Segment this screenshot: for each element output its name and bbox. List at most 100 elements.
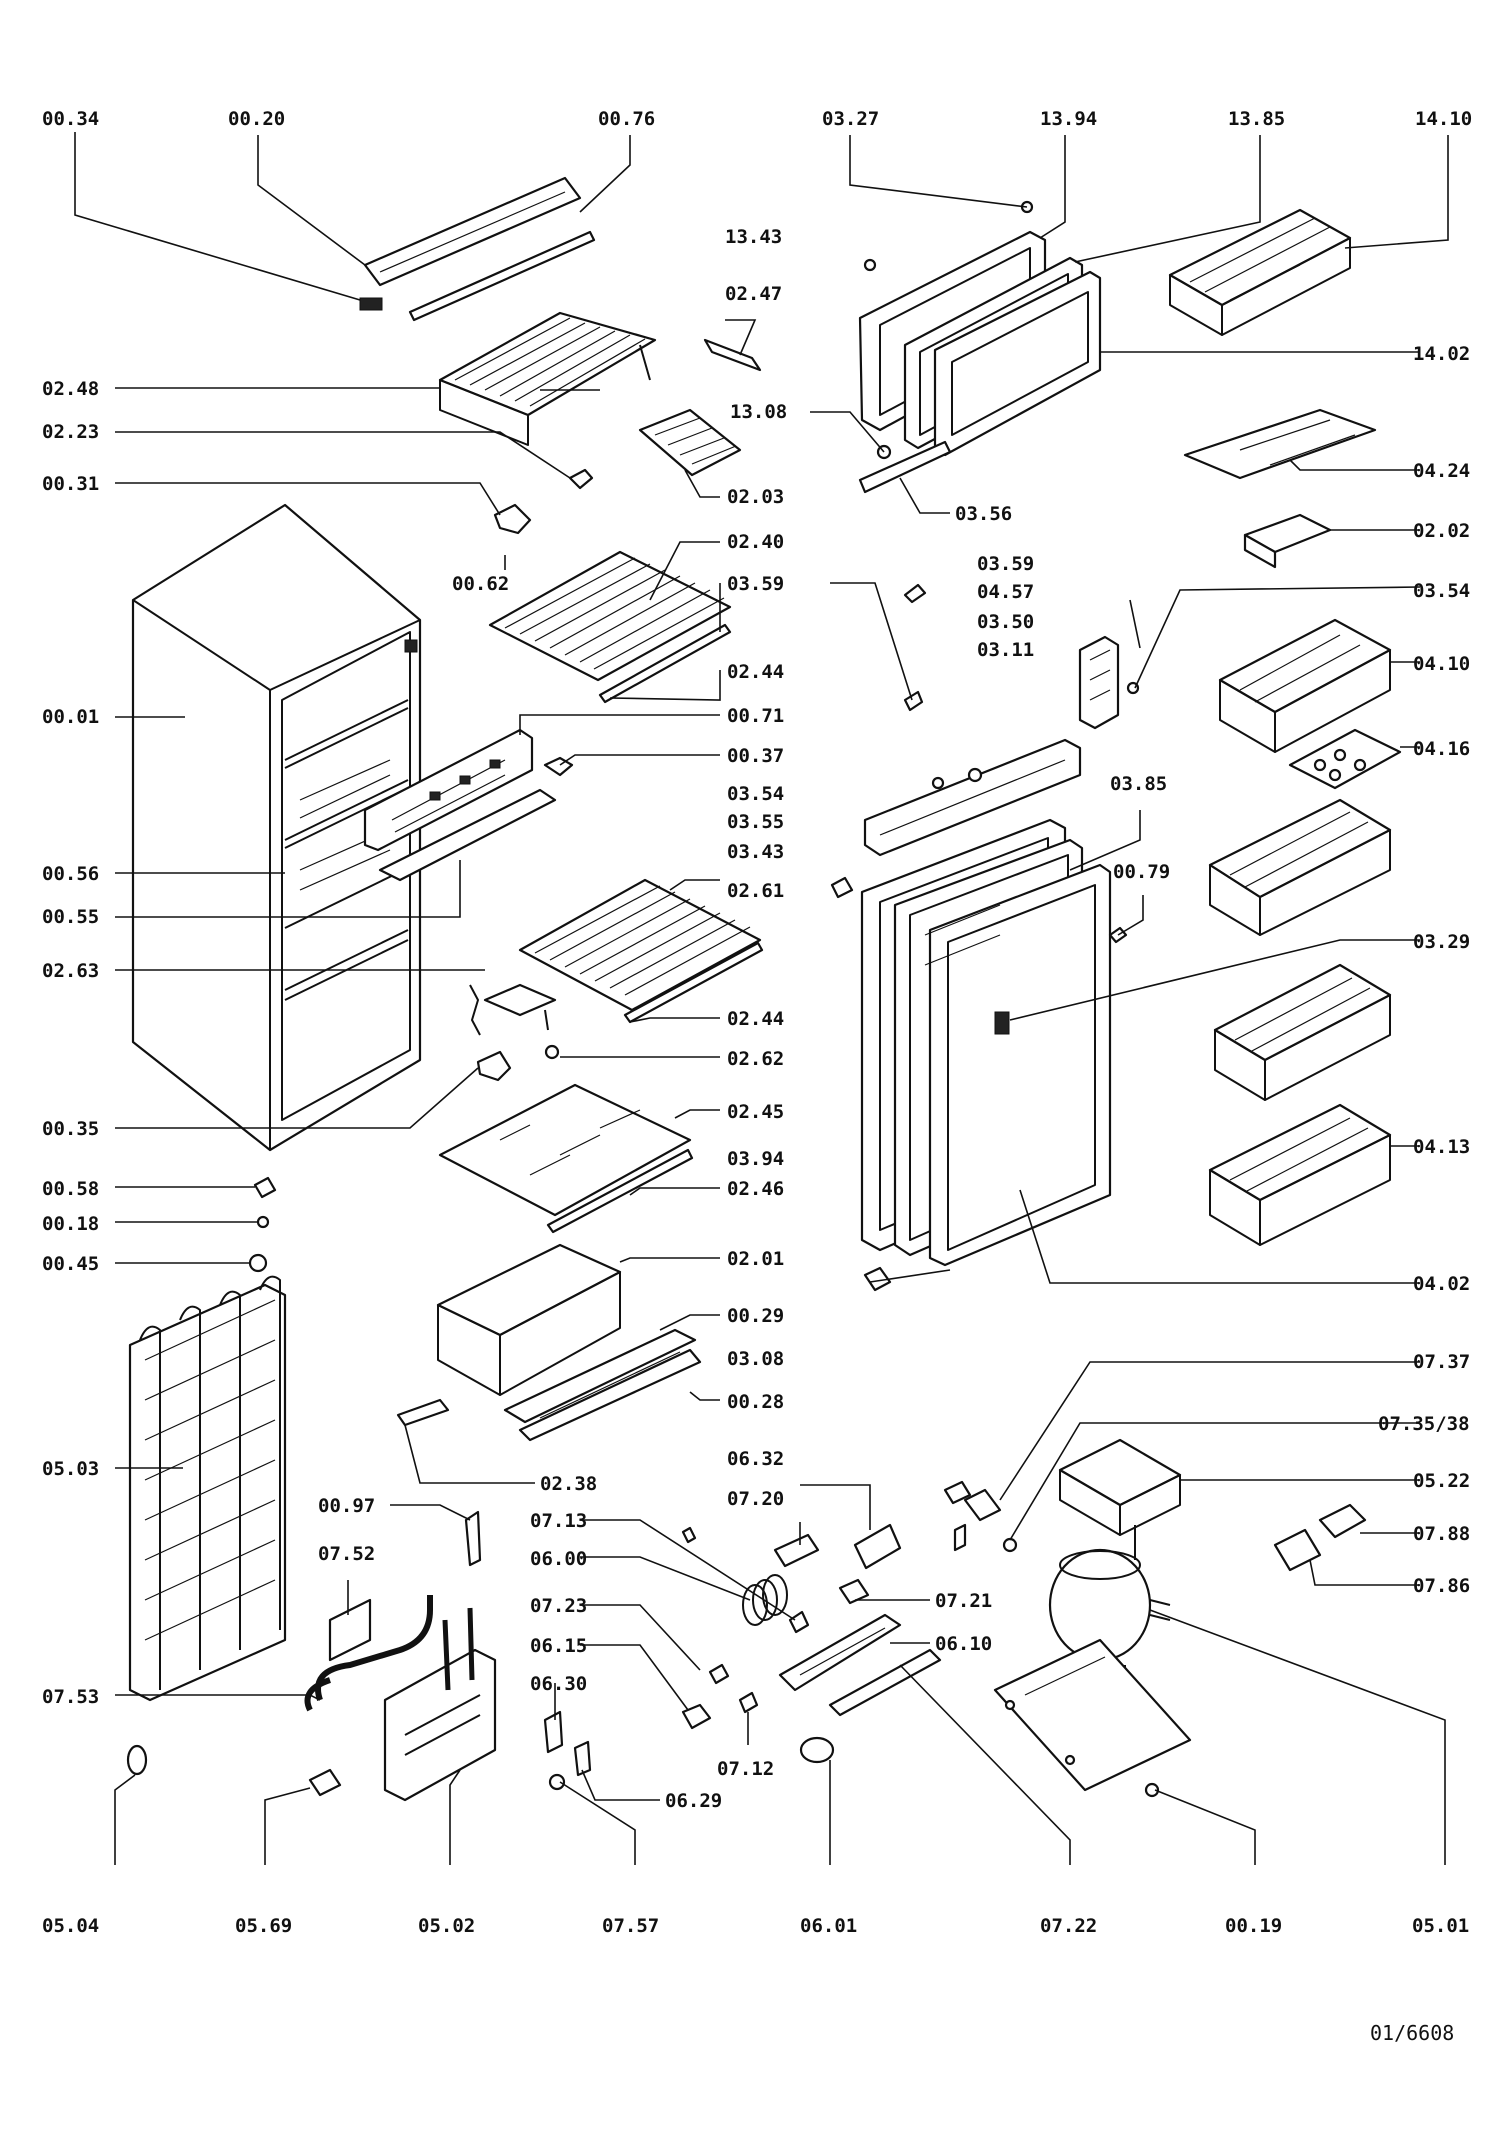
label-07-35-38: 07.35/38 bbox=[1378, 1413, 1470, 1435]
label-06-10: 06.10 bbox=[935, 1633, 992, 1655]
clip-part bbox=[788, 1610, 810, 1634]
relay-bracket-part bbox=[328, 1598, 372, 1662]
label-02-03: 02.03 bbox=[727, 486, 784, 508]
label-02-46: 02.46 bbox=[727, 1178, 784, 1200]
hinge-part bbox=[1078, 635, 1140, 730]
label-06-15: 06.15 bbox=[530, 1635, 587, 1657]
bracket-part bbox=[853, 1523, 902, 1570]
label-03-54: 03.54 bbox=[727, 783, 784, 805]
bracket-part bbox=[773, 1533, 820, 1568]
label-00-37: 00.37 bbox=[727, 745, 784, 767]
ice-tray-part bbox=[638, 408, 742, 477]
label-00-55: 00.55 bbox=[42, 906, 99, 928]
label-07-37: 07.37 bbox=[1413, 1351, 1470, 1373]
bolt-part bbox=[681, 1526, 697, 1544]
label-04-16: 04.16 bbox=[1413, 738, 1470, 760]
label-03-59: 03.59 bbox=[977, 553, 1034, 575]
label-02-47: 02.47 bbox=[725, 283, 782, 305]
label-06-30: 06.30 bbox=[530, 1673, 587, 1695]
grommet-part bbox=[126, 1744, 148, 1776]
label-05-04: 05.04 bbox=[42, 1915, 99, 1937]
cap-part bbox=[681, 1703, 712, 1730]
wire-shelf-part bbox=[518, 878, 764, 1024]
base-plate-part bbox=[778, 1613, 942, 1717]
label-06-32: 06.32 bbox=[727, 1448, 784, 1470]
door-balcony-part bbox=[1208, 798, 1392, 936]
door-balcony-part bbox=[1218, 618, 1392, 753]
door-strip-part bbox=[863, 738, 1082, 857]
label-00-34: 00.34 bbox=[42, 108, 99, 130]
label-07-88: 07.88 bbox=[1413, 1523, 1470, 1545]
label-00-71: 00.71 bbox=[727, 705, 784, 727]
compressor-bracket-part bbox=[1058, 1438, 1182, 1560]
grommet-part bbox=[548, 1773, 566, 1791]
lower-hinge-part bbox=[476, 1050, 512, 1082]
label-06-00: 06.00 bbox=[530, 1548, 587, 1570]
label-07-53: 07.53 bbox=[42, 1686, 99, 1708]
cabinet-part bbox=[131, 503, 422, 1152]
clip-part bbox=[738, 1691, 759, 1714]
label-00-28: 00.28 bbox=[727, 1391, 784, 1413]
freezer-basket-part bbox=[1168, 208, 1352, 336]
label-13-94: 13.94 bbox=[1040, 108, 1097, 130]
label-03-56: 03.56 bbox=[955, 503, 1012, 525]
clip-part bbox=[568, 468, 594, 490]
label-07-23: 07.23 bbox=[530, 1595, 587, 1617]
label-02-62: 02.62 bbox=[727, 1048, 784, 1070]
tube-part bbox=[304, 1595, 433, 1712]
label-00-45: 00.45 bbox=[42, 1253, 99, 1275]
screw-part bbox=[863, 258, 877, 272]
label-00-35: 00.35 bbox=[42, 1118, 99, 1140]
label-14-10: 14.10 bbox=[1415, 108, 1472, 130]
label-02-44: 02.44 bbox=[727, 661, 784, 683]
label-14-02: 14.02 bbox=[1413, 343, 1470, 365]
wire-shelf-part bbox=[488, 550, 732, 704]
label-02-01: 02.01 bbox=[727, 1248, 784, 1270]
thermostat-box-part bbox=[1243, 513, 1332, 569]
clip-part bbox=[963, 1488, 1002, 1522]
top-cover-part bbox=[359, 176, 596, 322]
small-part bbox=[248, 1253, 268, 1273]
label-00-20: 00.20 bbox=[228, 108, 285, 130]
bolt-part bbox=[464, 1510, 482, 1567]
clip-part bbox=[543, 1710, 564, 1754]
label-02-63: 02.63 bbox=[42, 960, 99, 982]
label-05-03: 05.03 bbox=[42, 1458, 99, 1480]
label-02-48: 02.48 bbox=[42, 378, 99, 400]
evaporator-part bbox=[383, 1607, 497, 1802]
glass-shelf-part bbox=[438, 1083, 694, 1234]
label-07-52: 07.52 bbox=[318, 1543, 375, 1565]
hinge-pin-part bbox=[903, 583, 927, 604]
condenser-part bbox=[128, 1275, 287, 1702]
label-03-08: 03.08 bbox=[727, 1348, 784, 1370]
label-00-18: 00.18 bbox=[42, 1213, 99, 1235]
label-00-58: 00.58 bbox=[42, 1178, 99, 1200]
freezer-door-part bbox=[858, 230, 1102, 494]
label-02-45: 02.45 bbox=[727, 1101, 784, 1123]
crisper-drawer-part bbox=[436, 1243, 622, 1396]
label-07-57: 07.57 bbox=[602, 1915, 659, 1937]
label-02-23: 02.23 bbox=[42, 421, 99, 443]
label-03-50: 03.50 bbox=[977, 611, 1034, 633]
relay-part bbox=[1318, 1503, 1367, 1539]
label-03-29: 03.29 bbox=[1413, 931, 1470, 953]
label-04-13: 04.13 bbox=[1413, 1136, 1470, 1158]
dairy-cover-part bbox=[1183, 408, 1377, 480]
leader-lines bbox=[74, 132, 1449, 1865]
label-07-12: 07.12 bbox=[717, 1758, 774, 1780]
label-06-29: 06.29 bbox=[665, 1790, 722, 1812]
label-07-13: 07.13 bbox=[530, 1510, 587, 1532]
nut-part bbox=[1144, 1782, 1160, 1798]
label-03-94: 03.94 bbox=[727, 1148, 784, 1170]
label-00-56: 00.56 bbox=[42, 863, 99, 885]
roller-part bbox=[863, 1266, 892, 1292]
label-03-54: 03.54 bbox=[1413, 580, 1470, 602]
label-00-97: 00.97 bbox=[318, 1495, 375, 1517]
bolt-part bbox=[308, 1768, 342, 1797]
fridge-door-part bbox=[860, 818, 1112, 1267]
crisper-cover-part bbox=[503, 1328, 702, 1442]
label-07-21: 07.21 bbox=[935, 1590, 992, 1612]
small-handle-part bbox=[703, 338, 762, 372]
clip-part bbox=[943, 1480, 972, 1505]
